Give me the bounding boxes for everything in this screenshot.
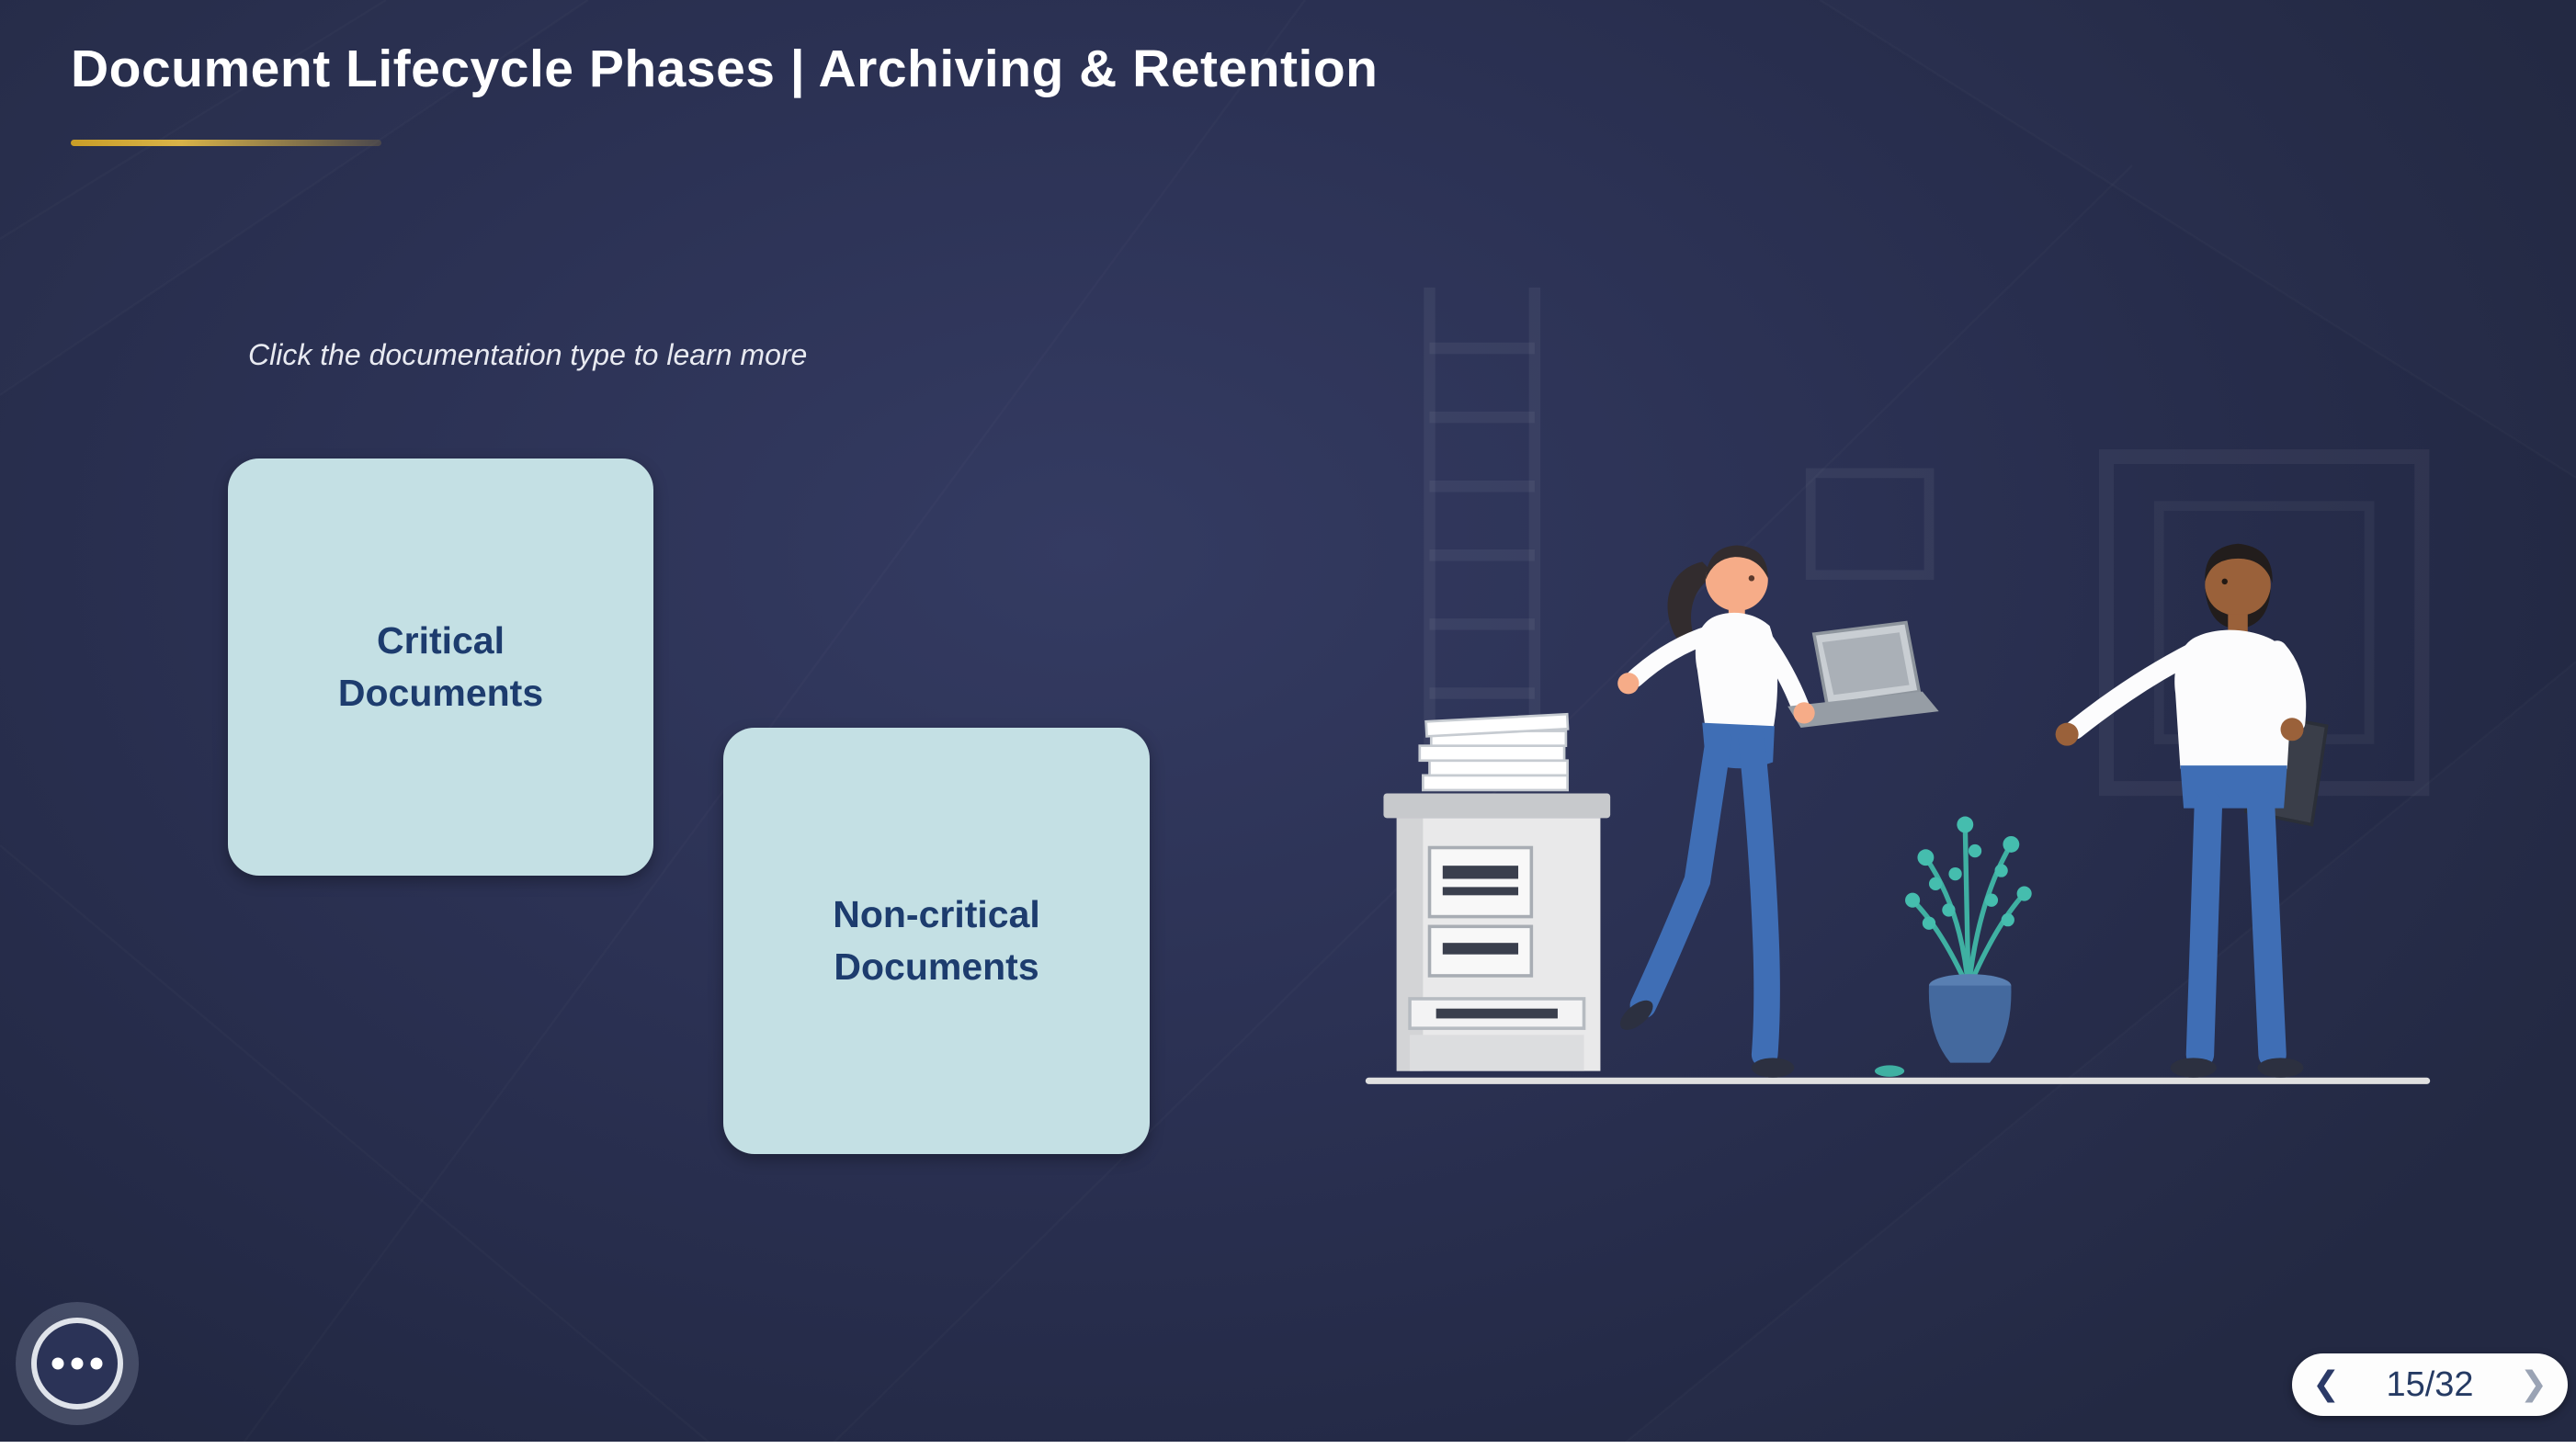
card-critical-label: Critical Documents	[337, 618, 544, 714]
page-title: Document Lifecycle Phases | Archiving & …	[71, 40, 1379, 98]
office-illustration	[1365, 287, 2431, 1084]
ellipsis-icon	[51, 1357, 103, 1370]
menu-button[interactable]	[31, 1318, 123, 1409]
card-critical-documents[interactable]: Critical Documents	[228, 458, 653, 876]
card-noncritical-label: Non-critical Documents	[833, 892, 1040, 988]
bottom-edge-strip	[0, 1442, 2576, 1449]
chevron-left-icon: ❮	[2312, 1365, 2341, 1403]
chevron-right-icon: ❯	[2519, 1365, 2548, 1403]
instruction-text: Click the documentation type to learn mo…	[248, 338, 808, 371]
potted-plant	[1874, 816, 2032, 1077]
man-with-folder	[2055, 543, 2329, 1078]
woman-with-laptop	[1617, 545, 1939, 1078]
pager: ❮ 15/32 ❯	[2292, 1353, 2568, 1416]
next-slide-button[interactable]: ❯	[2520, 1368, 2548, 1401]
title-accent-underline	[71, 140, 381, 146]
photocopier	[1383, 712, 1611, 1071]
page-counter: 15/32	[2386, 1364, 2474, 1404]
paper-stack-icon	[1418, 712, 1570, 792]
ladder-decor	[1424, 287, 1541, 748]
card-noncritical-documents[interactable]: Non-critical Documents	[723, 728, 1150, 1154]
prev-slide-button[interactable]: ❮	[2312, 1368, 2340, 1401]
